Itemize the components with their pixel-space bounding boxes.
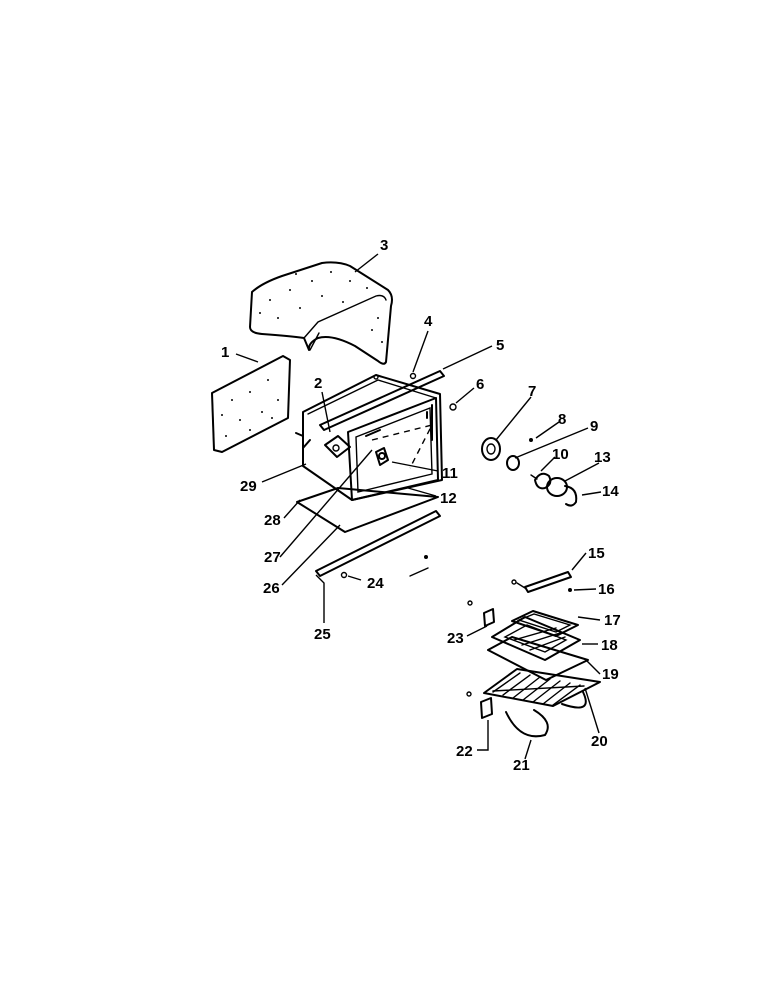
callout-24: 24: [367, 575, 384, 592]
callout-2: 2: [314, 375, 322, 392]
callout-5: 5: [496, 337, 504, 354]
part-18-broil-pan: [491, 616, 581, 661]
oven-cavity: [295, 374, 443, 501]
part-13-lens: [546, 477, 568, 497]
callout-21: 21: [513, 757, 530, 774]
callout-16: 16: [598, 581, 615, 598]
callout-6: 6: [476, 376, 484, 393]
callout-23: 23: [447, 630, 464, 647]
callout-10: 10: [552, 446, 569, 463]
callout-15: 15: [588, 545, 605, 562]
callout-26: 26: [263, 580, 280, 597]
part-15-element-terminal: [511, 571, 572, 593]
part-11-light-socket: [375, 447, 389, 466]
part-5-top-rail: [319, 370, 445, 431]
callout-3: 3: [380, 237, 388, 254]
callout-28: 28: [264, 512, 281, 529]
part-8-screw: [529, 438, 533, 442]
part-21-broil-element: [505, 691, 587, 738]
callout-27: 27: [264, 549, 281, 566]
part-24-screw: [409, 555, 429, 577]
callout-25: 25: [314, 626, 331, 643]
callout-18: 18: [601, 637, 618, 654]
callout-19: 19: [602, 666, 619, 683]
callout-22: 22: [456, 743, 473, 760]
part-9-gasket: [506, 455, 520, 471]
part-6-screw: [449, 403, 457, 411]
part-3-top-insulation: [249, 261, 393, 365]
part-10-bulb: [530, 472, 552, 490]
part-1-side-insulation: [211, 355, 291, 453]
callout-leader-lines: [235, 253, 602, 760]
callout-8: 8: [558, 411, 566, 428]
part-22-element-bracket: [466, 691, 493, 719]
callout-1: 1: [221, 344, 229, 361]
callout-29: 29: [240, 478, 257, 495]
part-2-bracket: [324, 435, 351, 458]
part-26-bottom-plate: [296, 487, 439, 533]
callout-20: 20: [591, 733, 608, 750]
part-23-element-bracket: [467, 600, 495, 627]
part-16-screw: [568, 588, 572, 592]
callout-7: 7: [528, 383, 536, 400]
callout-9: 9: [590, 418, 598, 435]
callout-13: 13: [594, 449, 611, 466]
callout-4: 4: [424, 313, 433, 330]
part-25-lower-trim: [315, 510, 441, 579]
callout-14: 14: [602, 483, 619, 500]
callout-17: 17: [604, 612, 621, 629]
part-14-clip: [564, 485, 578, 507]
callout-12: 12: [440, 490, 457, 507]
callout-11: 11: [442, 465, 458, 482]
part-7-lamp-receptacle: [481, 437, 501, 461]
part-20-oven-rack: [483, 668, 601, 707]
callout-labels: 1 2 3 4 5 6 7 8 9 10 11 12 13 14 15 16 1…: [221, 237, 621, 774]
